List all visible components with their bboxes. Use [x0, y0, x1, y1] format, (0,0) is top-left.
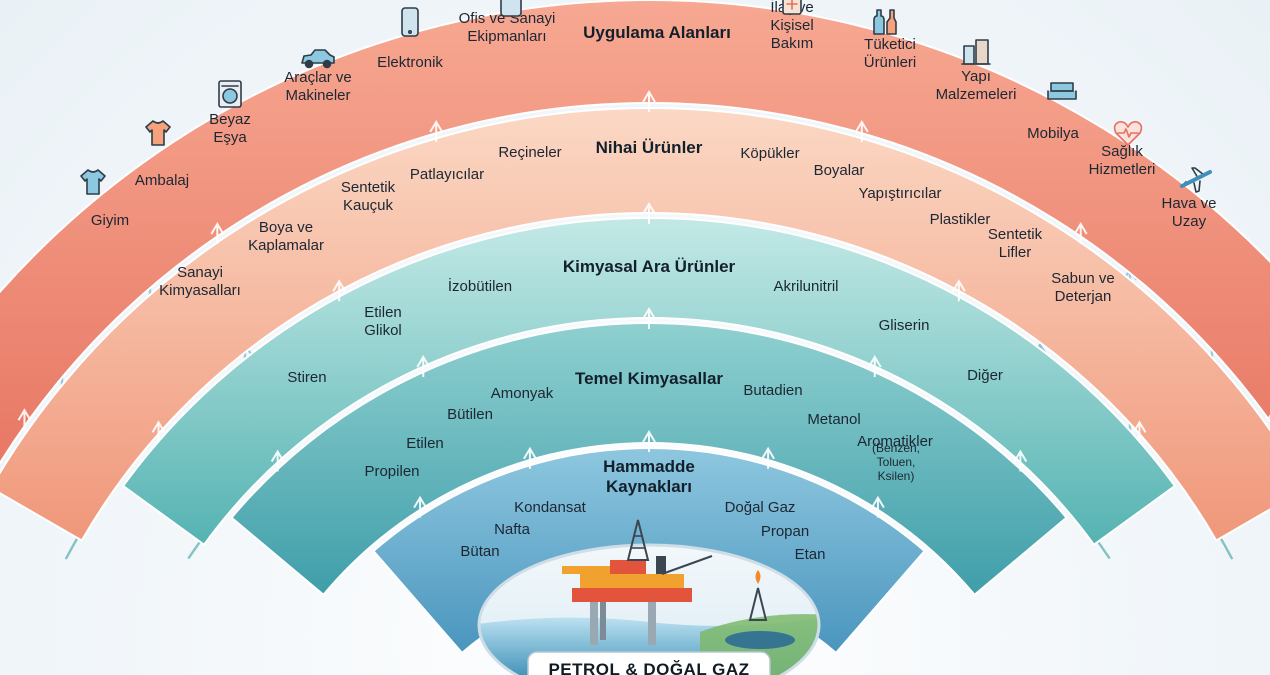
- up-arrow: [642, 307, 656, 329]
- up-arrow: [413, 495, 427, 518]
- up-arrow: [1013, 449, 1028, 472]
- band-item-label: Butadien: [743, 382, 802, 399]
- band-item-label: Metanol: [807, 411, 860, 428]
- flow-arrows: [17, 90, 1270, 518]
- up-arrow: [642, 90, 656, 112]
- band-item-label: Etilen: [406, 435, 444, 452]
- up-arrow: [1132, 420, 1147, 443]
- band-item-label: Plastikler: [930, 211, 991, 228]
- car-icon: [301, 49, 335, 69]
- up-arrow: [642, 430, 656, 452]
- up-arrow: [416, 355, 431, 377]
- up-arrow: [210, 222, 225, 244]
- band-item-label: Gliserin: [879, 317, 930, 334]
- building-icon: [961, 39, 991, 65]
- up-arrow: [429, 119, 444, 142]
- icons-layer: [80, 0, 1212, 195]
- band-item-label: Patlayıcılar: [410, 166, 484, 183]
- band-item-label: Bütilen: [447, 406, 493, 423]
- band-title-uygulama: Uygulama Alanları: [583, 23, 731, 42]
- band-item-label: Aromatikler: [857, 433, 933, 450]
- up-arrow: [871, 495, 885, 518]
- offshore-oil-rig-icon: [562, 519, 768, 645]
- up-arrow: [151, 420, 166, 443]
- up-arrow: [523, 446, 537, 469]
- band-item-label: (Benzen,Toluen,Ksilen): [872, 441, 920, 483]
- band-item-label: Doğal Gaz: [725, 499, 796, 516]
- band-ara: [121, 217, 1177, 547]
- band-item-label: Bütan: [460, 543, 499, 560]
- band-item-label: Reçineler: [498, 144, 561, 161]
- box-shirt-icon: [145, 120, 171, 146]
- band-temel: [230, 322, 1068, 597]
- phone-icon: [401, 7, 419, 37]
- band-nihai: [0, 106, 1270, 542]
- band-item-label: Akrilunitril: [773, 278, 838, 295]
- tshirt-icon: [80, 169, 106, 195]
- heart-pulse-icon: [1113, 121, 1143, 146]
- band-item-label: Yapıştırıcılar: [858, 185, 941, 202]
- tablet-icon: [500, 0, 522, 17]
- band-title-temel: Temel Kimyasallar: [575, 369, 723, 388]
- sofa-icon: [1047, 82, 1077, 100]
- band-item-label: Mobilya: [1027, 125, 1079, 142]
- band-item-label: Amonyak: [491, 385, 554, 402]
- band-item-label: Ambalaj: [135, 172, 189, 189]
- up-arrow: [867, 355, 882, 377]
- band-item-label: Diğer: [967, 367, 1003, 384]
- up-arrow: [332, 279, 347, 302]
- up-arrow: [270, 449, 285, 472]
- up-arrow: [951, 279, 966, 302]
- band-item-label: Stiren: [287, 369, 326, 386]
- airplane-icon: [1180, 167, 1212, 193]
- washing-machine-icon: [218, 80, 242, 108]
- up-arrow: [1073, 222, 1088, 244]
- band-item-label: Elektronik: [377, 54, 443, 71]
- band-item-label: Nafta: [494, 521, 531, 538]
- band-item-label: Propilen: [364, 463, 419, 480]
- band-item-label: Etan: [795, 546, 826, 563]
- band-title-ara: Kimyasal Ara Ürünler: [563, 257, 736, 276]
- band-item-label: Propan: [761, 523, 809, 540]
- band-title-nihai: Nihai Ürünler: [596, 138, 703, 157]
- source-label: PETROL & DOĞAL GAZ: [548, 660, 749, 675]
- band-item-label: Kondansat: [514, 499, 587, 516]
- source-label-box: PETROL & DOĞAL GAZ: [527, 651, 771, 675]
- band-item-label: Giyim: [91, 212, 129, 229]
- medicine-icon: [782, 0, 802, 15]
- up-arrow: [642, 202, 656, 224]
- up-arrow: [761, 446, 775, 469]
- band-item-label: Boyalar: [814, 162, 865, 179]
- bottles-icon: [873, 9, 897, 35]
- up-arrow: [854, 119, 869, 142]
- up-arrow: [17, 408, 32, 431]
- band-item-label: İzobütilen: [448, 277, 512, 295]
- band-uygulama: [0, 0, 1270, 466]
- band-item-label: Köpükler: [740, 145, 799, 162]
